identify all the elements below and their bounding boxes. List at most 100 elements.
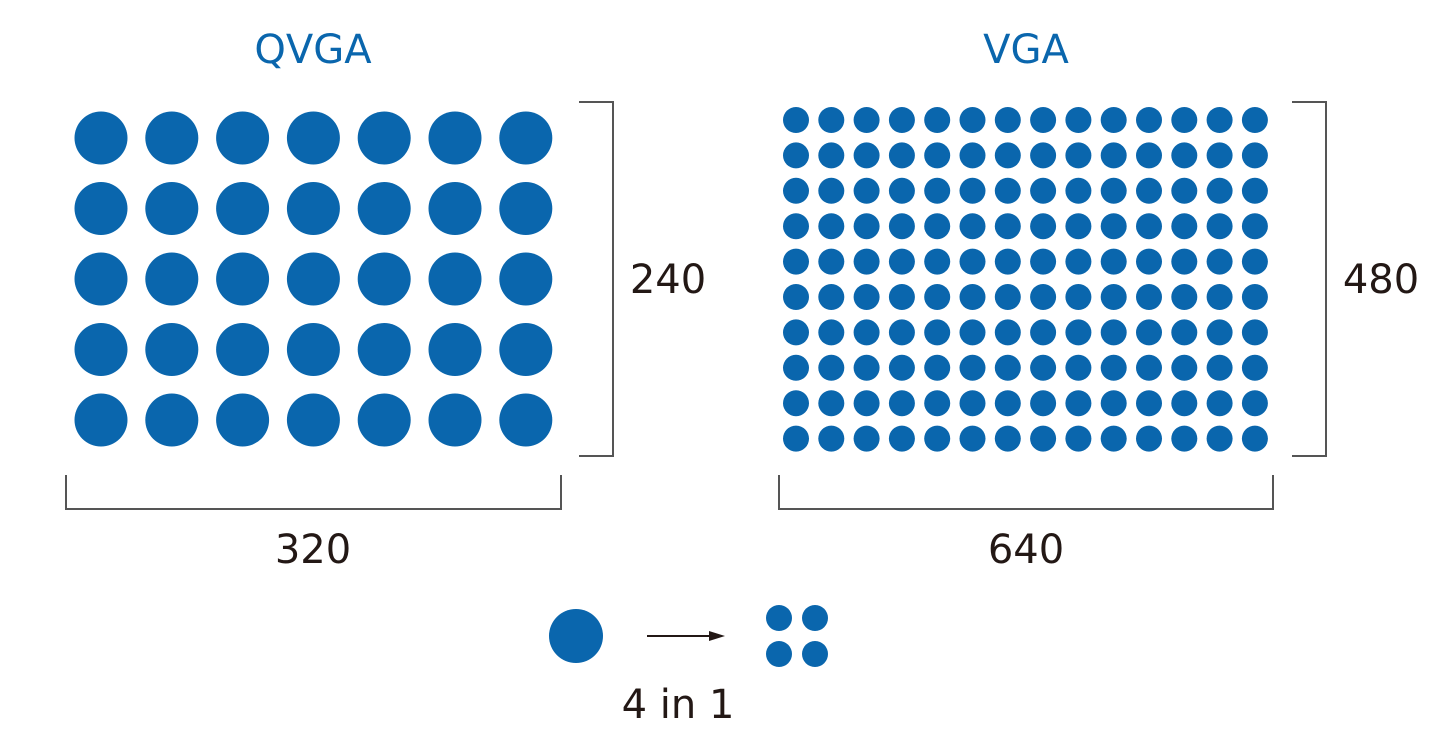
pixel-dot bbox=[924, 319, 951, 346]
pixel-dot bbox=[1030, 319, 1057, 346]
pixel-dot bbox=[499, 323, 553, 376]
qvga-height-label: 240 bbox=[630, 257, 706, 303]
qvga-title: QVGA bbox=[254, 27, 372, 73]
pixel-dot bbox=[1171, 142, 1198, 169]
pixel-dot bbox=[959, 425, 986, 452]
pixel-dot bbox=[428, 182, 482, 235]
pixel-dot bbox=[888, 107, 915, 133]
pixel-dot bbox=[1100, 319, 1127, 346]
pixel-dot bbox=[994, 284, 1021, 310]
pixel-dot bbox=[1065, 319, 1092, 346]
pixel-dot bbox=[1030, 142, 1057, 169]
pixel-dot bbox=[1030, 177, 1057, 204]
pixel-dot bbox=[1065, 213, 1092, 240]
pixel-dot bbox=[818, 354, 845, 381]
pixel-dot bbox=[74, 182, 128, 235]
pixel-dot bbox=[994, 177, 1021, 204]
pixel-dot bbox=[1171, 248, 1198, 275]
pixel-dot bbox=[1206, 284, 1233, 310]
pixel-dot bbox=[853, 284, 880, 310]
pixel-dot bbox=[74, 111, 128, 165]
pixel-dot bbox=[1065, 354, 1092, 381]
pixel-dot bbox=[1100, 248, 1127, 275]
pixel-dot bbox=[499, 252, 553, 306]
pixel-dot bbox=[924, 354, 951, 381]
pixel-dot bbox=[286, 393, 340, 447]
pixel-dot bbox=[1171, 177, 1198, 204]
pixel-dot bbox=[1030, 425, 1057, 452]
pixel-dot bbox=[1206, 354, 1233, 381]
pixel-dot bbox=[1030, 284, 1057, 310]
pixel-dot bbox=[1206, 107, 1233, 133]
pixel-dot bbox=[959, 177, 986, 204]
pixel-dot bbox=[959, 248, 986, 275]
pixel-dot bbox=[853, 107, 880, 133]
pixel-dot bbox=[924, 425, 951, 452]
pixel-dot bbox=[888, 177, 915, 204]
pixel-dot bbox=[428, 323, 482, 376]
pixel-dot bbox=[783, 248, 809, 275]
pixel-dot bbox=[1100, 142, 1127, 169]
pixel-dot bbox=[783, 177, 809, 204]
pixel-dot bbox=[888, 213, 915, 240]
pixel-dot bbox=[1065, 390, 1092, 417]
pixel-dot bbox=[994, 213, 1021, 240]
pixel-dot bbox=[145, 323, 199, 376]
pixel-dot bbox=[853, 390, 880, 417]
pixel-dot bbox=[74, 252, 128, 306]
pixel-dot bbox=[428, 252, 482, 306]
qvga-width-bracket bbox=[65, 475, 562, 510]
pixel-dot bbox=[1030, 354, 1057, 381]
pixel-dot bbox=[994, 319, 1021, 346]
legend-small-dot bbox=[766, 605, 792, 631]
pixel-dot bbox=[1100, 213, 1127, 240]
pixel-dot bbox=[924, 107, 951, 133]
legend-large-dot bbox=[549, 609, 603, 663]
pixel-dot bbox=[499, 393, 553, 447]
pixel-dot bbox=[994, 390, 1021, 417]
pixel-dot bbox=[888, 390, 915, 417]
vga-height-bracket bbox=[1292, 101, 1327, 457]
pixel-dot bbox=[994, 248, 1021, 275]
pixel-dot bbox=[1065, 177, 1092, 204]
pixel-dot bbox=[1136, 248, 1162, 275]
pixel-dot bbox=[1100, 177, 1127, 204]
pixel-dot bbox=[959, 107, 986, 133]
pixel-dot bbox=[357, 323, 411, 376]
pixel-dot bbox=[888, 319, 915, 346]
pixel-dot bbox=[1241, 425, 1268, 452]
pixel-dot bbox=[818, 248, 845, 275]
pixel-dot bbox=[1136, 354, 1162, 381]
pixel-dot bbox=[818, 425, 845, 452]
qvga-dot-grid bbox=[74, 111, 553, 447]
pixel-dot bbox=[818, 284, 845, 310]
pixel-dot bbox=[1136, 284, 1162, 310]
vga-width-bracket bbox=[778, 475, 1274, 510]
pixel-dot bbox=[74, 393, 128, 447]
pixel-dot bbox=[818, 177, 845, 204]
pixel-dot bbox=[357, 252, 411, 306]
pixel-dot bbox=[1241, 390, 1268, 417]
pixel-dot bbox=[1100, 425, 1127, 452]
pixel-dot bbox=[959, 284, 986, 310]
pixel-dot bbox=[818, 390, 845, 417]
pixel-dot bbox=[959, 390, 986, 417]
pixel-dot bbox=[783, 354, 809, 381]
pixel-dot bbox=[1171, 319, 1198, 346]
pixel-dot bbox=[1241, 107, 1268, 133]
pixel-dot bbox=[1065, 284, 1092, 310]
pixel-dot bbox=[1100, 284, 1127, 310]
pixel-dot bbox=[1030, 390, 1057, 417]
pixel-dot bbox=[1100, 390, 1127, 417]
pixel-dot bbox=[499, 182, 553, 235]
pixel-dot bbox=[959, 213, 986, 240]
pixel-dot bbox=[1065, 142, 1092, 169]
pixel-dot bbox=[1136, 425, 1162, 452]
pixel-dot bbox=[1030, 107, 1057, 133]
pixel-dot bbox=[216, 323, 270, 376]
pixel-dot bbox=[1136, 142, 1162, 169]
pixel-dot bbox=[853, 319, 880, 346]
pixel-dot bbox=[783, 142, 809, 169]
pixel-dot bbox=[74, 323, 128, 376]
